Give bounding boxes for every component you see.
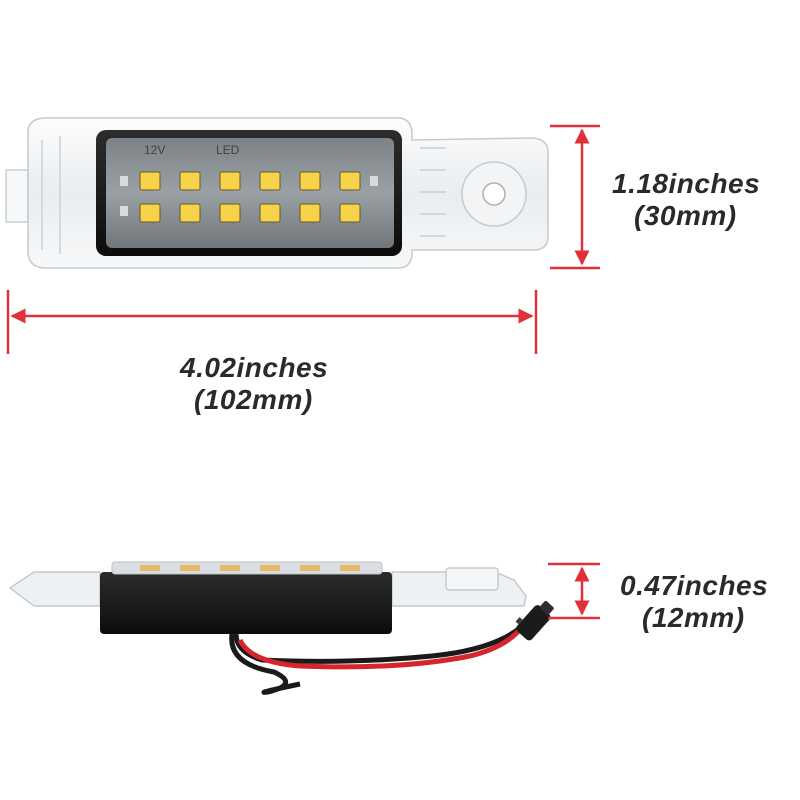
led-array [139, 171, 361, 223]
led-chip [339, 171, 361, 191]
led-chip [299, 203, 321, 223]
black-wire-loop [229, 633, 301, 695]
width-dimension-line [6, 290, 538, 354]
red-wire [237, 622, 527, 670]
depth-measurement-label: 0.47inches (12mm) [620, 570, 768, 634]
led-chip [259, 171, 281, 191]
side-view-light [8, 561, 554, 695]
led-chip [139, 171, 161, 191]
wire-connector [515, 600, 554, 641]
depth-mm: (12mm) [642, 602, 745, 633]
width-inches: 4.02inches [180, 352, 329, 383]
top-view-light: 12V LED [5, 117, 549, 269]
height-inches: 1.18inches [612, 168, 761, 199]
led-chip [179, 203, 201, 223]
width-mm: (102mm) [194, 384, 313, 415]
side-body [100, 572, 392, 634]
led-chip [259, 203, 281, 223]
resistor [370, 176, 378, 186]
screw-hole [482, 182, 506, 206]
board-marking-voltage: 12V [144, 143, 165, 157]
led-chip [299, 171, 321, 191]
left-clip-tab [5, 169, 29, 223]
depth-inches: 0.47inches [620, 570, 769, 601]
led-chip [179, 171, 201, 191]
width-measurement-label: 4.02inches (102mm) [180, 352, 328, 416]
side-mount-boss [445, 567, 499, 591]
height-measurement-label: 1.18inches (30mm) [612, 168, 760, 232]
led-chip [139, 203, 161, 223]
black-wire [233, 626, 522, 664]
height-mm: (30mm) [634, 200, 737, 231]
resistor [120, 176, 128, 186]
lens-panel [106, 138, 394, 248]
resistor [120, 206, 128, 216]
depth-dimension-line [548, 562, 600, 620]
board-marking-led: LED [216, 143, 240, 157]
led-chip [219, 171, 241, 191]
led-chip [339, 203, 361, 223]
height-dimension-line [550, 124, 600, 270]
side-flange-left [8, 571, 101, 607]
led-chip [219, 203, 241, 223]
